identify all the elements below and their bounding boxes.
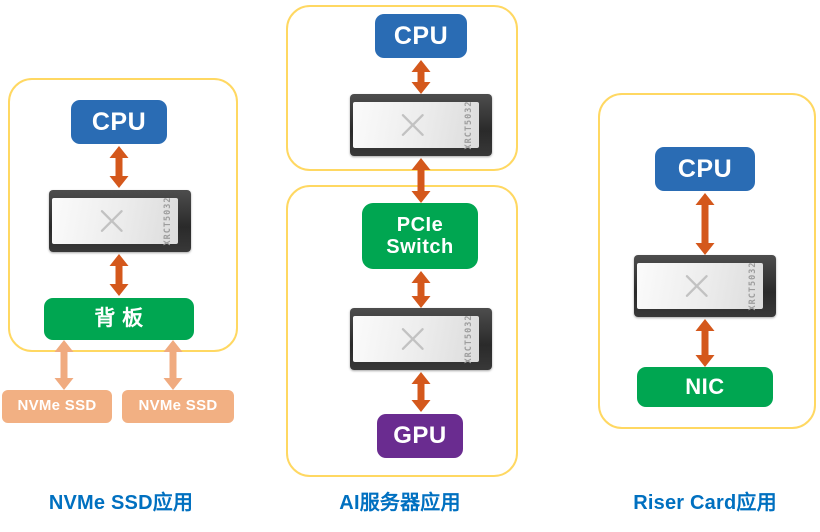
backplane-to-ssd-left-arrow [53, 340, 75, 390]
ai-chip-to-switch-arrow [410, 158, 432, 203]
chip-x-logo [401, 114, 424, 136]
nvme-chip-to-backplane-arrow [108, 254, 130, 296]
ai-cpu-to-chip-arrow [410, 60, 432, 94]
nvme-retimer-chip: XRCT5032 [49, 190, 191, 252]
nvme-ssd-left-node: NVMe SSD [2, 390, 112, 423]
ai-group-caption: AI服务器应用 [339, 492, 461, 514]
nvme-backplane-node: 背 板 [44, 298, 194, 340]
nvme-group-frame [8, 78, 238, 352]
chip-x-logo [401, 328, 424, 350]
chip-part-number: XRCT5032 [464, 100, 474, 150]
backplane-to-ssd-right-arrow [162, 340, 184, 390]
chip-part-number: XRCT5032 [748, 261, 758, 311]
nvme-cpu-label: CPU [91, 108, 147, 136]
chip-x-logo [685, 275, 708, 297]
ai-gpu-label: GPU [393, 421, 447, 449]
ai-gpu-node: GPU [377, 414, 463, 458]
nvme-backplane-label: 背 板 [94, 307, 144, 331]
riser-nic-label: NIC [685, 373, 725, 399]
nvme-group-caption: NVMe SSD应用 [48, 492, 194, 514]
ai-retimer-chip-bottom: XRCT5032 [350, 308, 492, 370]
chip-x-logo [100, 210, 123, 232]
riser-cpu-node: CPU [655, 147, 755, 191]
nvme-ssd-right-label: NVMe SSD [138, 397, 218, 415]
ai-switch-to-chip-arrow [410, 271, 432, 308]
chip-sticker: XRCT5032 [353, 315, 479, 363]
ai-pcie-switch-label: PCIe Switch [386, 214, 453, 259]
nvme-cpu-node: CPU [71, 100, 167, 144]
chip-sticker: XRCT5032 [52, 197, 178, 245]
riser-chip-to-nic-arrow [694, 319, 716, 367]
ai-cpu-label: CPU [393, 22, 449, 50]
riser-cpu-label: CPU [677, 155, 733, 183]
riser-nic-node: NIC [637, 367, 773, 407]
pcie-switch-line2: Switch [386, 236, 454, 258]
ai-top-frame [286, 5, 518, 171]
ai-cpu-node: CPU [375, 14, 467, 58]
riser-cpu-to-chip-arrow [694, 193, 716, 255]
chip-part-number: XRCT5032 [464, 314, 474, 364]
nvme-ssd-right-node: NVMe SSD [122, 390, 234, 423]
ai-pcie-switch-node: PCIe Switch [362, 203, 478, 269]
chip-sticker: XRCT5032 [353, 101, 479, 149]
ai-chip-to-gpu-arrow [410, 372, 432, 412]
chip-sticker: XRCT5032 [637, 262, 763, 310]
chip-part-number: XRCT5032 [163, 196, 173, 246]
ai-bottom-frame [286, 185, 518, 477]
riser-retimer-chip: XRCT5032 [634, 255, 776, 317]
riser-group-frame [598, 93, 816, 429]
nvme-cpu-to-chip-arrow [108, 146, 130, 188]
nvme-ssd-left-label: NVMe SSD [17, 397, 97, 415]
riser-group-caption: Riser Card应用 [633, 492, 777, 514]
ai-retimer-chip-top: XRCT5032 [350, 94, 492, 156]
pcie-switch-line1: PCIe [396, 213, 444, 236]
